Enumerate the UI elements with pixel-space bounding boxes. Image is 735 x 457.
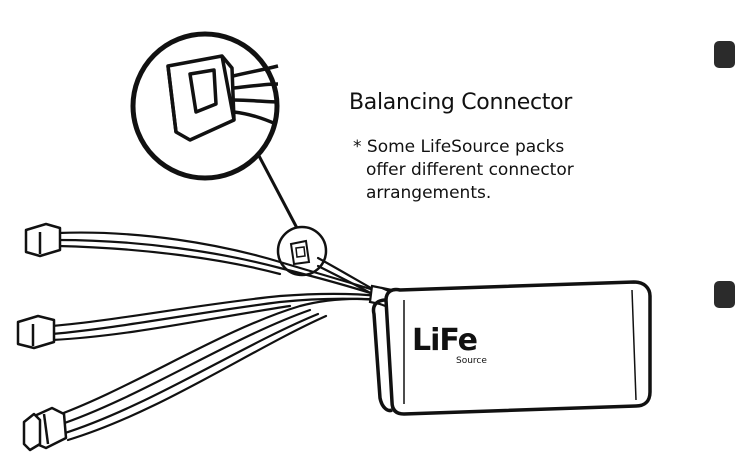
callout-note: * Some LifeSource packs offer different … <box>353 136 574 205</box>
logo-subtext: Source <box>456 356 487 366</box>
battery-logo: LiFe Source <box>412 323 487 366</box>
wire-bundle <box>48 231 402 442</box>
balance-connector-icon <box>166 54 279 142</box>
zoom-origin <box>276 225 328 277</box>
battery-pack <box>371 280 652 416</box>
magnifier-circle <box>130 31 300 231</box>
page-marker <box>714 281 735 308</box>
page-marker <box>714 41 735 68</box>
note-line: arrangements. <box>366 183 492 203</box>
plug-connector-icon <box>16 222 68 452</box>
note-line: offer different connector <box>366 160 574 180</box>
callout-title: Balancing Connector <box>349 90 572 115</box>
logo-text: LiFe <box>412 323 478 358</box>
note-line: * Some LifeSource packs <box>353 137 565 157</box>
